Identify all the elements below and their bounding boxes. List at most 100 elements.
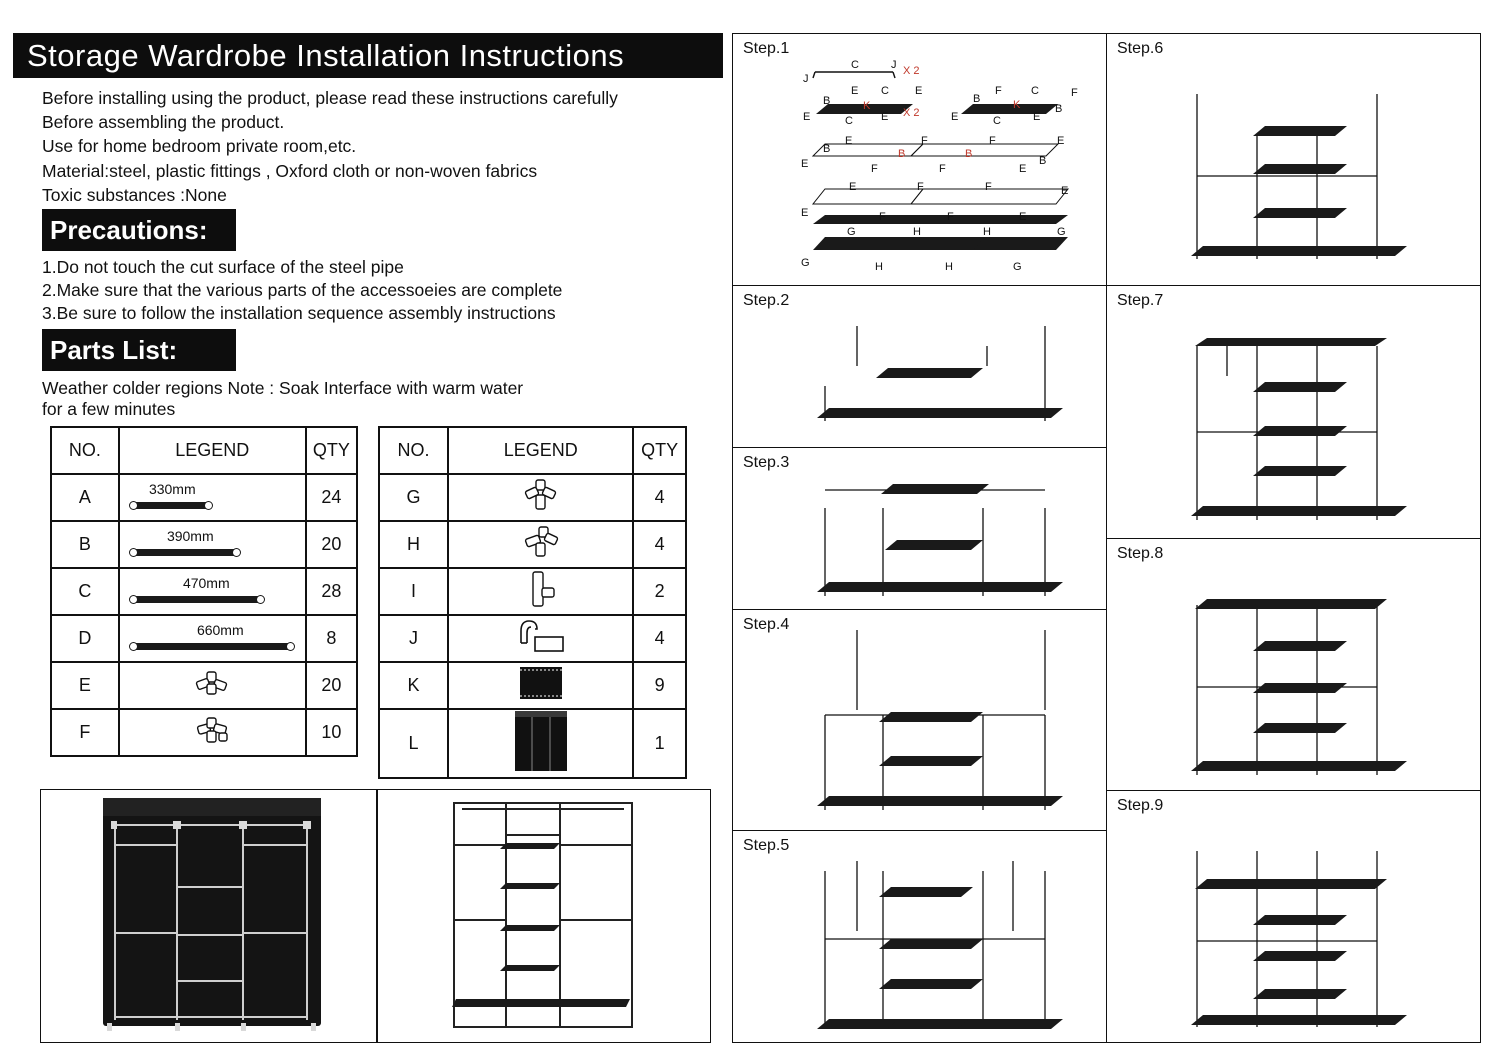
page-title: Storage Wardrobe Installation Instructio… [13, 33, 723, 78]
part-no: F [50, 708, 120, 757]
part-qty: 20 [304, 520, 359, 569]
step-7-diagram [1191, 338, 1407, 520]
step-label: Step.4 [743, 616, 790, 633]
part-label: H [913, 226, 921, 238]
table-row: G 4 [377, 473, 687, 522]
part-label: E [801, 207, 808, 219]
step-3-diagram [817, 484, 1063, 596]
step-2-diagram [817, 326, 1063, 421]
part-qty: 2 [632, 567, 687, 616]
parts-note-line: for a few minutes [42, 399, 176, 419]
hook-j-icon [519, 620, 564, 652]
part-qty: 9 [632, 661, 687, 710]
part-label: G [1013, 261, 1022, 273]
product-photos [40, 789, 711, 1043]
part-no: L [377, 708, 450, 779]
part-label: F [995, 85, 1002, 97]
part-label: F [989, 135, 996, 147]
part-no: D [50, 614, 120, 663]
part-label: E [1057, 135, 1064, 147]
step-3-panel: Step.3 [732, 447, 1107, 610]
intro-line: Before installing using the product, ple… [42, 88, 618, 108]
part-qty: 1 [632, 708, 687, 779]
part-label: E [801, 158, 808, 170]
connector-i-icon [532, 571, 555, 607]
precautions-heading: Precautions: [42, 209, 236, 251]
precautions-list: 1.Do not touch the cut surface of the st… [42, 256, 562, 325]
step-1-panel: Step.1 C J J B E C E C [732, 33, 1107, 286]
part-no: E [50, 661, 120, 710]
step-label: Step.3 [743, 454, 790, 471]
parts-note: Weather colder regions Note : Soak Inter… [42, 378, 523, 420]
part-label: E [881, 111, 888, 123]
part-label: E [1033, 111, 1040, 123]
col-qty: QTY [632, 426, 687, 475]
step-8-diagram [1191, 599, 1407, 775]
part-label: E [1061, 185, 1068, 197]
part-label: F [879, 211, 886, 223]
precaution-item: 3.Be sure to follow the installation seq… [42, 303, 556, 323]
part-label: C [851, 59, 859, 71]
step-4-panel: Step.4 [732, 609, 1107, 831]
step-6-diagram [1191, 94, 1407, 259]
part-qty: 24 [304, 473, 359, 522]
table-row: I 2 [377, 567, 687, 616]
part-label: H [945, 261, 953, 273]
part-label: B [898, 148, 905, 160]
part-label: J [803, 73, 809, 85]
part-label: F [1071, 87, 1078, 99]
part-qty: 4 [632, 520, 687, 569]
part-label: B [973, 93, 980, 105]
step-2-panel: Step.2 [732, 285, 1107, 448]
table-row: J 4 [377, 614, 687, 663]
part-qty: 28 [304, 567, 359, 616]
parts-table-right: NO. LEGEND QTY G 4 H [377, 426, 687, 779]
cover-l-icon [514, 711, 567, 771]
covered-wardrobe-image [103, 798, 321, 1031]
frame-wardrobe-image [452, 802, 633, 1028]
table-row: F 10 [50, 708, 359, 757]
part-label: B [1055, 103, 1062, 115]
part-label: F [871, 163, 878, 175]
part-label: H [983, 226, 991, 238]
part-no: J [377, 614, 450, 663]
part-label: J [891, 59, 897, 71]
step-1-diagram: C J J B E C E C E E B F C F E C E B B E … [801, 59, 1078, 273]
connector-f-icon [197, 717, 228, 743]
part-no: A [50, 473, 120, 522]
intro-line: Use for home bedroom private room,etc. [42, 136, 357, 157]
part-label: F [947, 211, 954, 223]
table-row: C 470mm 28 [50, 567, 359, 616]
part-label: F [939, 163, 946, 175]
part-label: B [823, 95, 830, 107]
step-label: Step.8 [1117, 545, 1164, 562]
intro-line: Toxic substances :None [42, 184, 227, 205]
col-legend: LEGEND [117, 426, 307, 475]
connector-h-icon [524, 526, 558, 557]
step-5-diagram [817, 861, 1063, 1029]
part-label: E [951, 111, 958, 123]
table-row: L 1 [377, 708, 687, 779]
step-label: Step.9 [1117, 797, 1164, 814]
parts-note-line: Weather colder regions Note : Soak Inter… [42, 378, 524, 398]
part-label: F [921, 135, 928, 147]
part-label: G [801, 257, 810, 269]
part-no: I [377, 567, 450, 616]
step-label: Step.5 [743, 837, 790, 854]
step-label: Step.1 [743, 40, 790, 57]
part-no: C [50, 567, 120, 616]
part-qty: 20 [304, 661, 359, 710]
table-row: K 9 [377, 661, 687, 710]
table-row: E 20 [50, 661, 359, 710]
part-label: C [845, 115, 853, 127]
col-qty: QTY [304, 426, 359, 475]
step-4-diagram [817, 630, 1063, 810]
connector-e-icon [196, 671, 228, 695]
part-label: G [1057, 226, 1066, 238]
part-label: E [803, 111, 810, 123]
table-row: D 660mm 8 [50, 614, 359, 663]
step-8-panel: Step.8 [1106, 538, 1481, 791]
tube-390mm-icon: 390mm [127, 528, 297, 562]
part-label: G [847, 226, 856, 238]
precaution-item: 2.Make sure that the various parts of th… [42, 280, 563, 300]
